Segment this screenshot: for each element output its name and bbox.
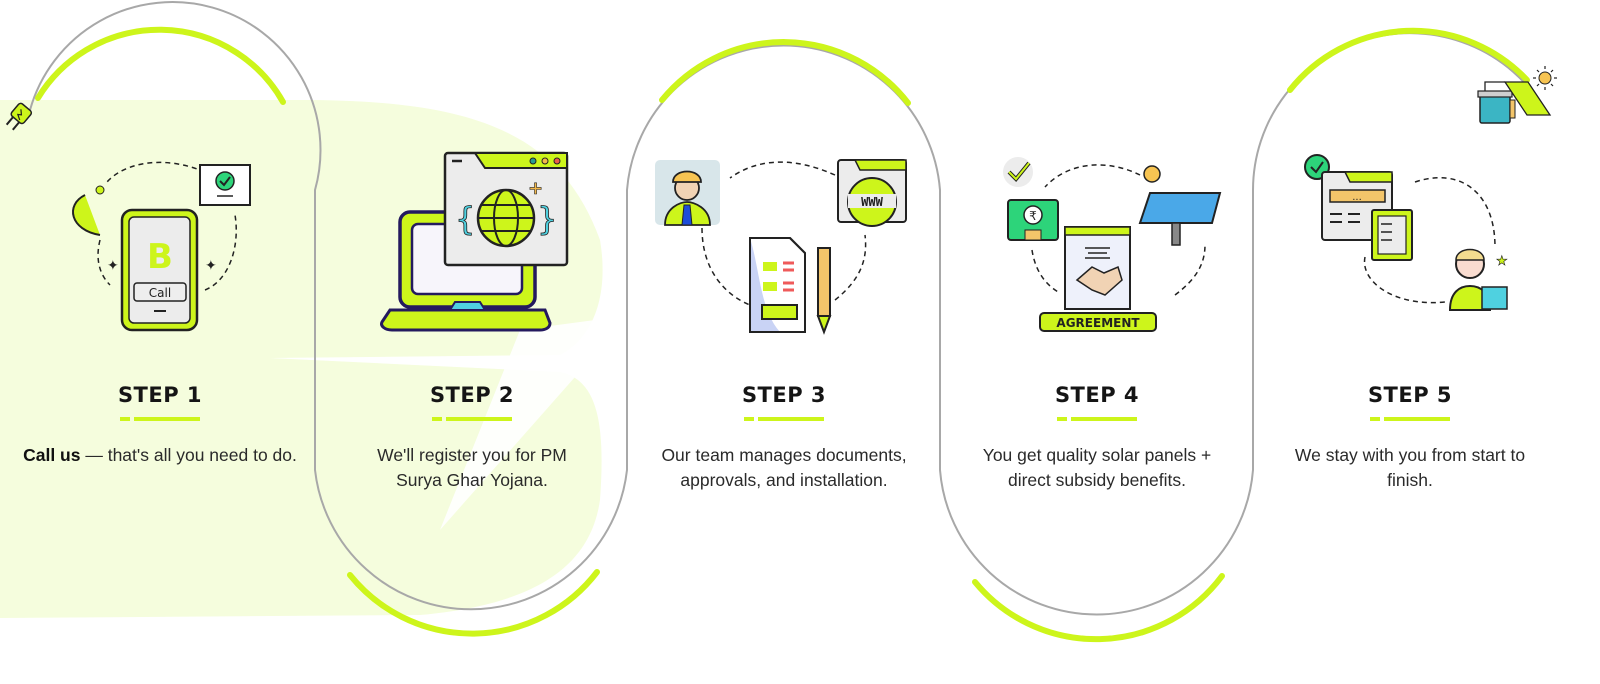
flow-arc-accent-1 [35, 26, 286, 105]
step-title: STEP 3 [741, 383, 827, 407]
step-3: STEP 3 Our team manages documents, appro… [624, 380, 944, 493]
logo-letter: B [147, 237, 173, 277]
flow-arc-accent-3 [659, 39, 911, 106]
step-2: STEP 2 We'll register you for PM Surya G… [312, 380, 632, 493]
brace-left-icon: { [455, 200, 475, 238]
www-label: WWW [861, 195, 883, 209]
agreement-label: AGREEMENT [1056, 316, 1140, 330]
flow-arc-accent-4 [972, 573, 1225, 643]
step-underline [0, 417, 320, 421]
plus-icon: + [528, 178, 543, 199]
step-5: STEP 5 We stay with you from start to fi… [1250, 380, 1570, 493]
rupee-symbol: ₹ [1029, 209, 1037, 223]
step-title: STEP 5 [1367, 383, 1453, 407]
step-description: Our team manages documents, approvals, a… [661, 445, 907, 490]
step-underline [312, 417, 632, 421]
step-description: Call us — that's all you need to do. [0, 443, 320, 468]
step-title: STEP 2 [429, 383, 515, 407]
solar-battery-icon [1477, 66, 1557, 124]
flow-arc-accent-5 [1287, 27, 1530, 93]
agreement-solar-money-icon: ₹ AGREEMENT [1003, 157, 1222, 332]
laptop-web-globe-icon: { } + [380, 151, 569, 332]
step-1: STEP 1 Call us — that's all you need to … [0, 380, 320, 468]
flow-arc-accent-2 [347, 569, 600, 637]
step-underline [624, 417, 944, 421]
step-description: You get quality solar panels + direct su… [982, 445, 1212, 490]
engineer-documents-www-icon: WWW [655, 159, 907, 335]
sparkle-icon: ✦ [205, 257, 217, 273]
step-description-text: — that's all you need to do. [80, 445, 297, 465]
step-description: We stay with you from start to finish. [1294, 445, 1526, 490]
sparkle-icon: ✦ [107, 257, 119, 273]
step-description: We'll register you for PM Surya Ghar Yoj… [377, 445, 567, 490]
flow-line-grey [29, 0, 1546, 616]
step-title: STEP 1 [117, 383, 203, 407]
step-title: STEP 4 [1054, 383, 1140, 407]
plug-icon [5, 102, 33, 131]
step-underline [937, 417, 1257, 421]
white-slash-1 [440, 320, 595, 530]
support-checklist-icon: ... ★ [1304, 154, 1508, 311]
step-description-bold: Call us [23, 445, 81, 465]
step-underline [1250, 417, 1570, 421]
star-icon: ★ [1496, 253, 1508, 268]
brace-right-icon: } [537, 200, 557, 238]
step-4: STEP 4 You get quality solar panels + di… [937, 380, 1257, 493]
phone-call-icon: B Call ✦ ✦ [72, 161, 251, 332]
dots-label: ... [1352, 192, 1362, 203]
call-button-label: Call [149, 286, 171, 300]
